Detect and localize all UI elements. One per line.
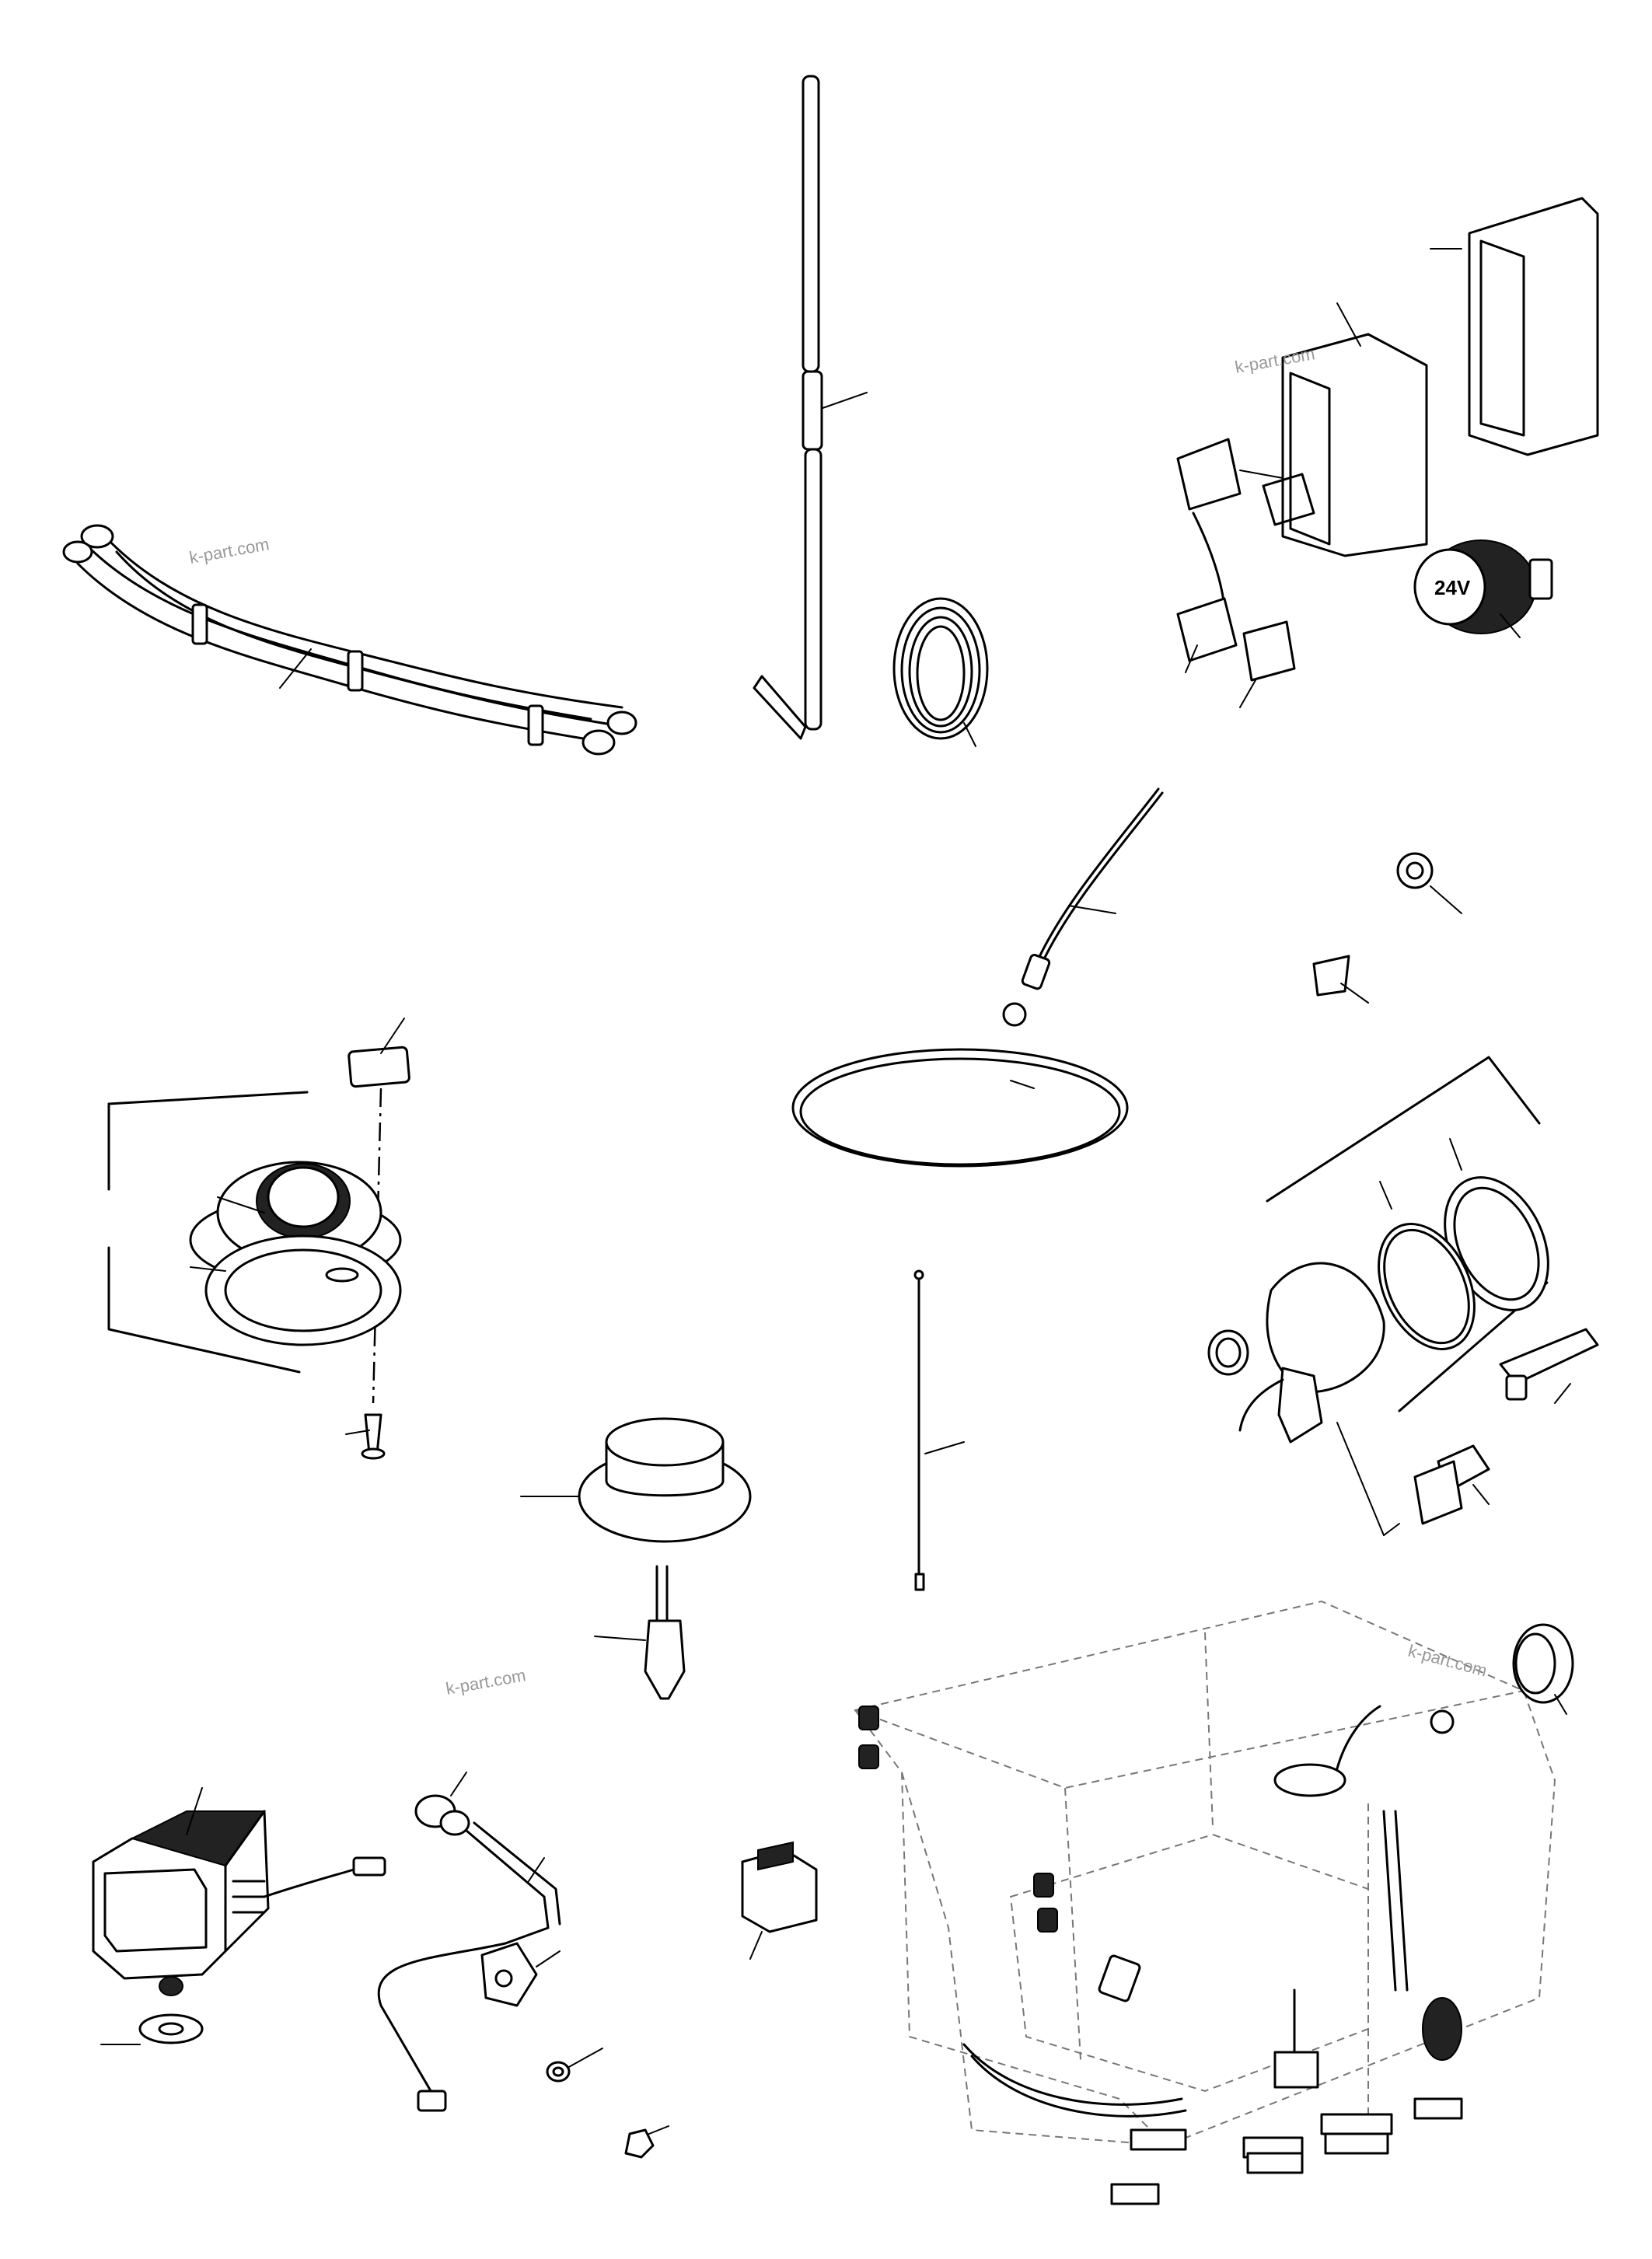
cab-assembly (854, 1600, 1556, 2205)
lighter-plug (594, 1565, 686, 1700)
relay-block (741, 1841, 818, 1960)
grommet (1512, 1623, 1574, 1715)
24v-connector: 24V (1413, 539, 1553, 638)
watermark-text-4: k-part.com (1406, 1641, 1490, 1681)
coiled-cable (892, 597, 989, 747)
ground-cable (377, 1772, 561, 2112)
cable-loop (791, 1048, 1129, 1168)
whip-antenna (913, 1269, 965, 1591)
switch-badge: 24V (1434, 576, 1471, 599)
small-hardware (480, 1942, 669, 2159)
clips (1312, 852, 1462, 1004)
work-lamp-assembly (1207, 1056, 1599, 1536)
led-work-light (92, 1787, 386, 2045)
watermark-text-3: k-part.com (445, 1665, 528, 1699)
speaker-assembly (107, 1018, 410, 1460)
dome-light (520, 1417, 752, 1543)
rocker-switch-group (1176, 197, 1599, 708)
watermarks: k-part.com k-part.com k-part.com k-part.… (188, 344, 1490, 1699)
antenna-rod (753, 75, 868, 740)
wire-harness (62, 524, 637, 756)
antenna-lead (1002, 787, 1164, 1027)
watermark-text-1: k-part.com (188, 534, 271, 567)
